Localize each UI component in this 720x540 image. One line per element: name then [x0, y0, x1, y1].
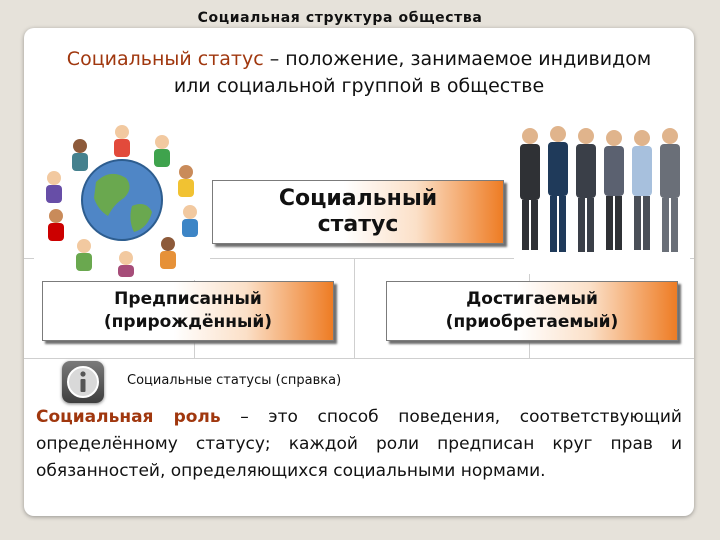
social-statuses-reference-link[interactable]: Социальные статусы (справка) — [127, 373, 342, 388]
ascribed-status-box: Предписанный (прирождённый) — [42, 281, 334, 341]
kids-around-globe-image — [34, 120, 210, 280]
divider — [24, 358, 694, 359]
achieved-line2: (приобретаемый) — [445, 312, 619, 332]
social-status-box: Социальный статус — [212, 180, 504, 244]
info-icon — [67, 366, 99, 398]
business-people-icon — [520, 126, 680, 252]
kids-around-globe-icon — [46, 125, 198, 277]
status-definition: Социальный статус – положение, занимаемо… — [64, 46, 654, 100]
definition-text: – положение, занимаемое индивидом или со… — [173, 48, 652, 97]
role-term: Социальная роль — [36, 407, 221, 427]
role-definition: Социальная роль – это способ поведения, … — [36, 404, 682, 485]
achieved-line1: Достигаемый — [466, 289, 598, 309]
definition-term: Социальный статус — [66, 48, 264, 70]
status-box-line1: Социальный — [278, 186, 438, 211]
status-box-line2: статус — [317, 212, 399, 237]
info-button[interactable] — [62, 361, 104, 403]
achieved-status-box: Достигаемый (приобретаемый) — [386, 281, 678, 341]
ascribed-line1: Предписанный — [114, 289, 262, 309]
slide-panel: Социальный статус – положение, занимаемо… — [24, 28, 694, 516]
ascribed-line2: (прирождённый) — [103, 312, 273, 332]
business-people-image — [514, 114, 690, 274]
role-text: – это способ поведения, соответствующий … — [36, 407, 682, 481]
divider — [24, 258, 694, 259]
divider — [354, 258, 355, 358]
page-title: Социальная структура общества — [197, 10, 483, 26]
